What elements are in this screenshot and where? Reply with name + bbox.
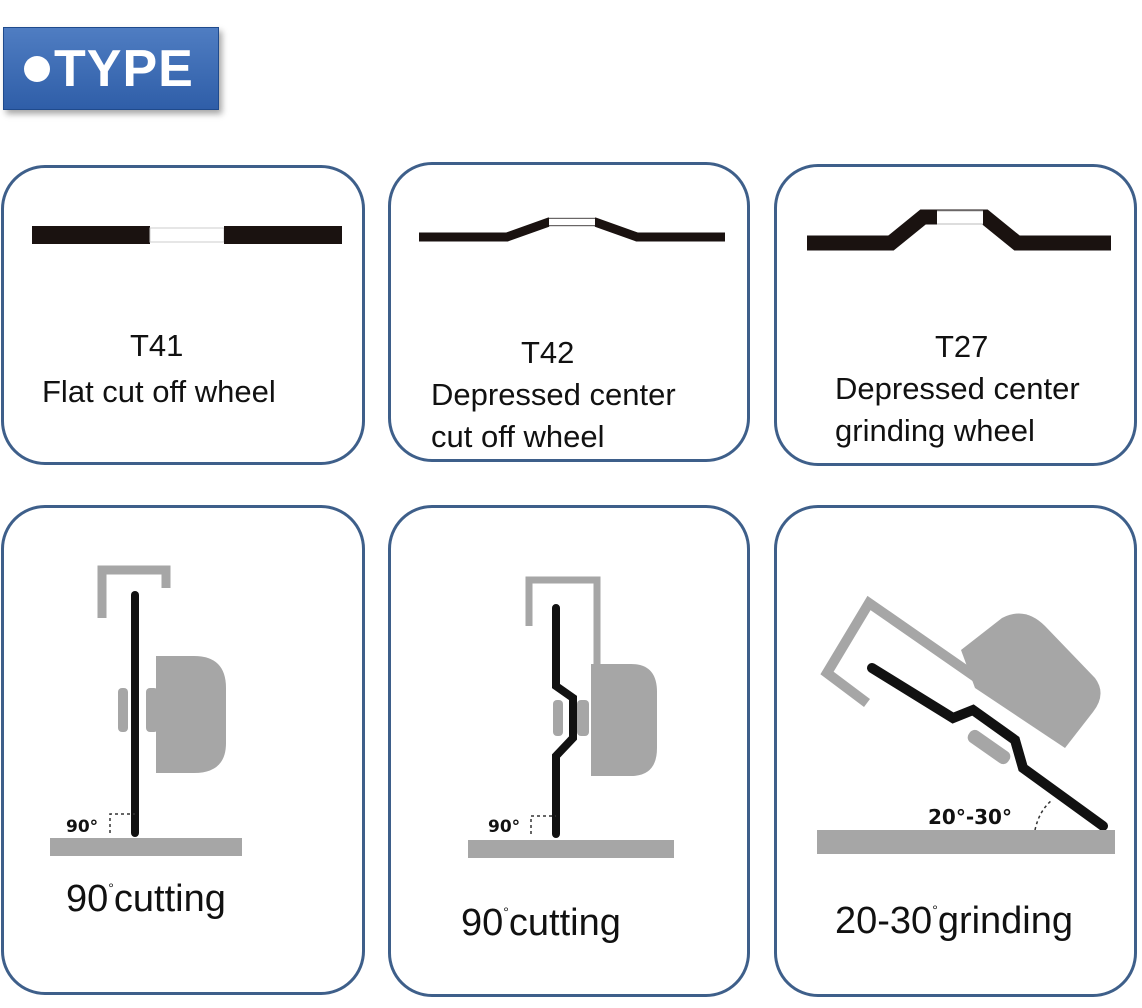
usage-3-number: 20-30: [835, 900, 933, 942]
t41-flat-wheel-profile: [32, 226, 342, 244]
grinding-20-30-illustration: 20°-30°: [817, 595, 1115, 854]
usage-2-degree: °: [503, 904, 509, 920]
t41-description: Flat cut off wheel: [42, 374, 276, 409]
t42-code: T42: [521, 335, 575, 370]
usage-3-action: grinding: [937, 900, 1074, 942]
card-t42: T42 Depressed center cut off wheel: [388, 162, 750, 462]
usage-1-degree: °: [108, 880, 114, 896]
card-usage-2: 90° 90°cutting: [388, 505, 750, 997]
type-header-badge: TYPE: [3, 27, 219, 110]
usage-1-caption: 90°cutting: [66, 878, 226, 921]
card-t41: T41 Flat cut off wheel: [1, 165, 365, 465]
cutting-90-depressed-illustration: 90°: [468, 576, 674, 858]
usage-2-number: 90: [461, 902, 504, 944]
t27-code: T27: [935, 329, 989, 364]
t42-description-line1: Depressed center: [431, 377, 676, 412]
t42-depressed-cutoff-profile: [419, 217, 725, 242]
card-usage-3: 20°-30° 20-30°grinding: [774, 505, 1137, 997]
usage-1-angle-label: 90°: [66, 817, 98, 837]
type-title: TYPE: [54, 39, 194, 98]
t42-description-line2: cut off wheel: [431, 419, 605, 454]
usage-2-caption: 90°cutting: [461, 902, 621, 945]
card-usage-1: 90° 90°cutting: [1, 505, 365, 995]
usage-1-action: cutting: [113, 878, 226, 920]
t27-depressed-grinding-profile: [807, 209, 1111, 251]
t41-code: T41: [130, 328, 184, 363]
t27-description-line1: Depressed center: [835, 371, 1080, 406]
bullet-dot-icon: [24, 55, 50, 82]
usage-3-degree: °: [932, 902, 938, 918]
t27-description-line2: grinding wheel: [835, 413, 1035, 448]
usage-1-number: 90: [66, 878, 109, 920]
usage-3-caption: 20-30°grinding: [835, 900, 1073, 943]
usage-2-angle-label: 90°: [488, 817, 520, 837]
usage-2-action: cutting: [508, 902, 621, 944]
usage-3-angle-label: 20°-30°: [928, 805, 1012, 829]
card-t27: T27 Depressed center grinding wheel: [774, 164, 1137, 466]
cutting-90-illustration: 90°: [50, 565, 242, 856]
